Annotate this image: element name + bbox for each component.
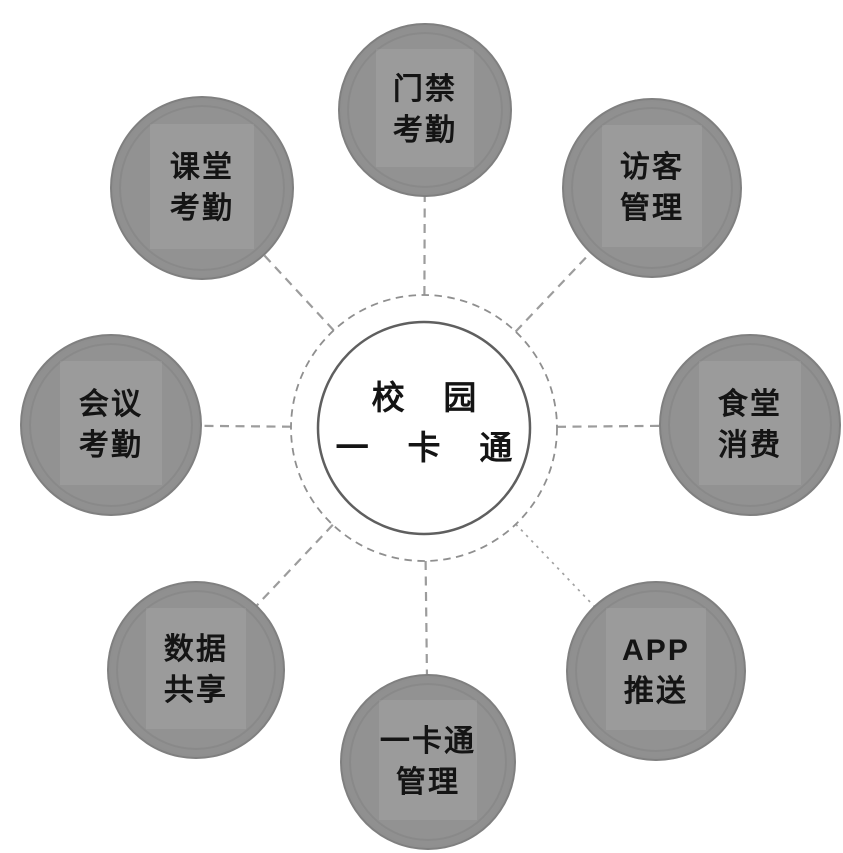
node-door-access-attendance: 门禁 考勤: [338, 23, 512, 197]
node-classroom-attendance: 课堂 考勤: [110, 96, 294, 280]
connector-top-right: [514, 187, 653, 333]
node-label: 管理: [619, 191, 685, 225]
node-canteen-consumption: 食堂 消费: [659, 334, 841, 516]
node-label: 考勤: [169, 191, 235, 225]
node-label: 管理: [395, 765, 461, 799]
node-label: 访客: [619, 150, 685, 184]
node-label: 考勤: [392, 113, 458, 147]
hub-label-campus-one-card: 校 园 一 卡 通: [318, 316, 530, 528]
node-label: 考勤: [78, 428, 144, 462]
node-app-push: APP 推送: [566, 581, 746, 761]
node-label: 一卡通: [379, 724, 477, 758]
connector-bottom: [424, 560, 430, 763]
node-meeting-attendance: 会议 考勤: [20, 334, 202, 516]
node-one-card-management: 一卡通 管理: [340, 674, 516, 850]
node-label: 课堂: [169, 150, 235, 184]
node-label: 消费: [717, 428, 783, 462]
node-label: 会议: [78, 387, 144, 421]
hub-dashed-ring: [290, 294, 558, 562]
connector-bottom-left: [195, 524, 334, 671]
node-data-sharing: 数据 共享: [107, 581, 285, 759]
node-label: 数据: [163, 632, 229, 666]
node-label: 共享: [163, 673, 229, 707]
node-label: APP: [622, 633, 690, 667]
node-label: 食堂: [717, 387, 783, 421]
hub-label-line1: 校 园: [371, 378, 492, 416]
node-visitor-management: 访客 管理: [562, 98, 742, 278]
hub-label-line2: 一 卡 通: [335, 428, 528, 466]
node-label: 推送: [623, 674, 689, 708]
hub-circle: [316, 320, 532, 536]
node-label: 门禁: [392, 72, 458, 106]
